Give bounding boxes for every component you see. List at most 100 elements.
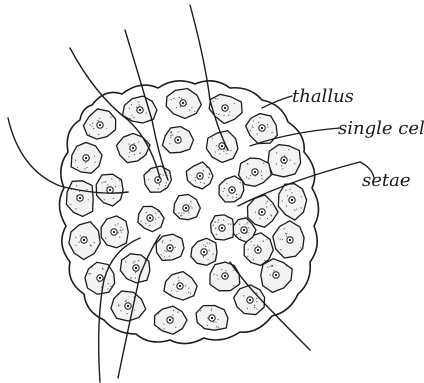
cytoplasm-stipple (158, 313, 159, 314)
cytoplasm-stipple (146, 212, 147, 213)
nucleolus (289, 239, 291, 241)
cytoplasm-stipple (141, 224, 142, 225)
cytoplasm-stipple (233, 270, 234, 271)
cytoplasm-stipple (90, 245, 91, 246)
cytoplasm-stipple (265, 203, 266, 204)
cytoplasm-stipple (146, 112, 147, 113)
cytoplasm-stipple (89, 134, 90, 135)
cytoplasm-stipple (296, 209, 297, 210)
cytoplasm-stipple (267, 126, 268, 127)
cytoplasm-stipple (177, 291, 178, 292)
cytoplasm-stipple (207, 325, 208, 326)
nucleolus (185, 207, 187, 209)
cytoplasm-stipple (228, 223, 229, 224)
cytoplasm-stipple (104, 182, 105, 183)
cytoplasm-stipple (263, 163, 264, 164)
cytoplasm-stipple (294, 210, 295, 211)
cytoplasm-stipple (172, 134, 173, 135)
cytoplasm-stipple (134, 154, 135, 155)
cytoplasm-stipple (160, 174, 161, 175)
cytoplasm-stipple (92, 266, 93, 267)
cytoplasm-stipple (266, 239, 267, 240)
thallus-label: thallus (292, 86, 354, 107)
cytoplasm-stipple (113, 198, 114, 199)
cytoplasm-stipple (233, 285, 234, 286)
cytoplasm-stipple (230, 150, 231, 151)
cytoplasm-stipple (138, 101, 139, 102)
cytoplasm-stipple (232, 197, 233, 198)
cytoplasm-stipple (107, 184, 108, 185)
cytoplasm-stipple (128, 156, 129, 157)
cytoplasm-stipple (170, 240, 171, 241)
cytoplasm-stipple (282, 200, 283, 201)
nucleolus (182, 102, 184, 104)
cytoplasm-stipple (170, 137, 171, 138)
nucleolus (261, 127, 263, 129)
cytoplasm-stipple (178, 131, 179, 132)
cytoplasm-stipple (280, 249, 281, 250)
cytoplasm-stipple (290, 160, 291, 161)
cytoplasm-stipple (223, 191, 224, 192)
cytoplasm-stipple (230, 224, 231, 225)
cytoplasm-stipple (272, 132, 273, 133)
cytoplasm-stipple (120, 310, 121, 311)
cytoplasm-stipple (256, 301, 257, 302)
cytoplasm-stipple (140, 158, 141, 159)
cytoplasm-stipple (122, 229, 123, 230)
cytoplasm-stipple (175, 247, 176, 248)
cytoplasm-stipple (135, 277, 136, 278)
cytoplasm-stipple (190, 206, 191, 207)
cytoplasm-stipple (172, 315, 173, 316)
cytoplasm-stipple (301, 207, 302, 208)
cytoplasm-stipple (195, 177, 196, 178)
cytoplasm-stipple (133, 262, 134, 263)
cytoplasm-stipple (240, 309, 241, 310)
cytoplasm-stipple (194, 111, 195, 112)
cytoplasm-stipple (287, 195, 288, 196)
cytoplasm-stipple (155, 213, 156, 214)
cytoplasm-stipple (261, 175, 262, 176)
cytoplasm-stipple (236, 234, 237, 235)
cytoplasm-stipple (85, 162, 86, 163)
cytoplasm-stipple (256, 298, 257, 299)
cytoplasm-stipple (189, 109, 190, 110)
cytoplasm-stipple (120, 230, 121, 231)
cytoplasm-stipple (75, 160, 76, 161)
cytoplasm-stipple (215, 98, 216, 99)
cytoplasm-stipple (284, 228, 285, 229)
cytoplasm-stipple (246, 233, 247, 234)
cytoplasm-stipple (254, 245, 255, 246)
nucleolus (224, 107, 226, 109)
cytoplasm-stipple (86, 167, 87, 168)
nucleolus (254, 171, 256, 173)
nucleolus (275, 274, 277, 276)
nucleolus (221, 145, 223, 147)
cytoplasm-stipple (218, 114, 219, 115)
cytoplasm-stipple (129, 152, 130, 153)
cytoplasm-stipple (176, 107, 177, 108)
cytoplasm-stipple (250, 130, 251, 131)
cytoplasm-stipple (178, 277, 179, 278)
cytoplasm-stipple (273, 270, 274, 271)
cytoplasm-stipple (215, 321, 216, 322)
cytoplasm-stipple (223, 151, 224, 152)
cytoplasm-stipple (209, 243, 210, 244)
cytoplasm-stipple (247, 163, 248, 164)
cytoplasm-stipple (228, 115, 229, 116)
cytoplasm-stipple (208, 259, 209, 260)
cytoplasm-stipple (173, 310, 174, 311)
cytoplasm-stipple (94, 162, 95, 163)
cytoplasm-stipple (190, 293, 191, 294)
nucleolus (199, 175, 201, 177)
cytoplasm-stipple (215, 228, 216, 229)
nucleolus (177, 139, 179, 141)
cytoplasm-stipple (217, 275, 218, 276)
cytoplasm-stipple (131, 115, 132, 116)
cytoplasm-stipple (195, 180, 196, 181)
cytoplasm-stipple (291, 192, 292, 193)
cytoplasm-stipple (248, 178, 249, 179)
cytoplasm-stipple (269, 266, 270, 267)
cytoplasm-stipple (110, 286, 111, 287)
cytoplasm-stipple (213, 254, 214, 255)
